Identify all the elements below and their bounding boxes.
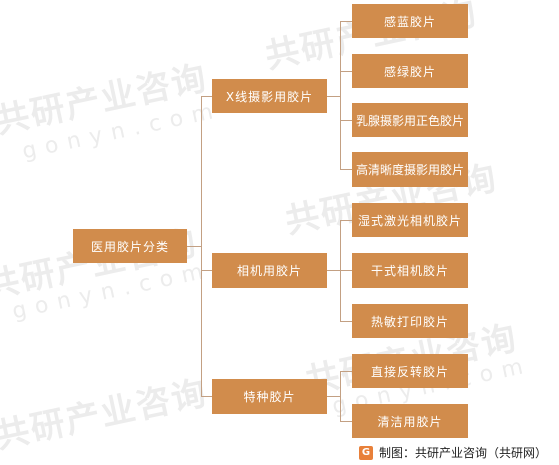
leaf-node: 直接反转胶片 <box>352 354 468 388</box>
leaf-node: 高清晰度摄影用胶片 <box>352 152 468 187</box>
root-node: 医用胶片分类 <box>73 229 187 263</box>
group-node-xray: X线摄影用胶片 <box>212 79 327 113</box>
watermark-cn: 共研产业咨询 <box>0 57 212 142</box>
connector-leaf-2-2 <box>340 270 352 271</box>
watermark-en: gonyn.com <box>20 97 225 165</box>
source-footer: G 制图：共研产业咨询（共研网） <box>358 444 547 461</box>
connector-group-2-out <box>327 270 340 271</box>
brand-logo-icon: G <box>358 445 373 460</box>
leaf-node: 感蓝胶片 <box>352 4 468 38</box>
connector-group-1-out <box>327 96 340 97</box>
watermark-cn: 共研产业咨询 <box>0 372 212 457</box>
connector-group-3 <box>201 396 212 397</box>
connector-group-1 <box>201 96 212 97</box>
leaf-node: 热敏打印胶片 <box>352 304 468 338</box>
connector-leaf-1-2 <box>340 71 352 72</box>
connector-group-3-trunk <box>340 371 341 421</box>
connector-leaf-1-1 <box>340 21 352 22</box>
group-node-special: 特种胶片 <box>212 379 327 414</box>
leaf-node: 感绿胶片 <box>352 54 468 88</box>
connector-leaf-1-3 <box>340 120 352 121</box>
group-node-camera: 相机用胶片 <box>212 253 327 288</box>
connector-root <box>187 246 201 247</box>
watermark-en: gonyn.com <box>10 257 215 325</box>
leaf-node: 乳腺摄影用正色胶片 <box>352 103 468 137</box>
leaf-node: 干式相机胶片 <box>352 253 468 288</box>
connector-leaf-2-1 <box>340 220 352 221</box>
connector-leaf-3-2 <box>340 421 352 422</box>
connector-leaf-3-1 <box>340 371 352 372</box>
leaf-node: 清洁用胶片 <box>352 404 468 438</box>
connector-group-3-out <box>327 396 340 397</box>
connector-trunk <box>201 96 202 397</box>
connector-leaf-2-3 <box>340 321 352 322</box>
connector-group-1-trunk <box>340 21 341 169</box>
connector-leaf-1-4 <box>340 169 352 170</box>
connector-group-2 <box>201 270 212 271</box>
source-text: 制图：共研产业咨询（共研网） <box>378 446 547 460</box>
leaf-node: 湿式激光相机胶片 <box>352 203 468 237</box>
